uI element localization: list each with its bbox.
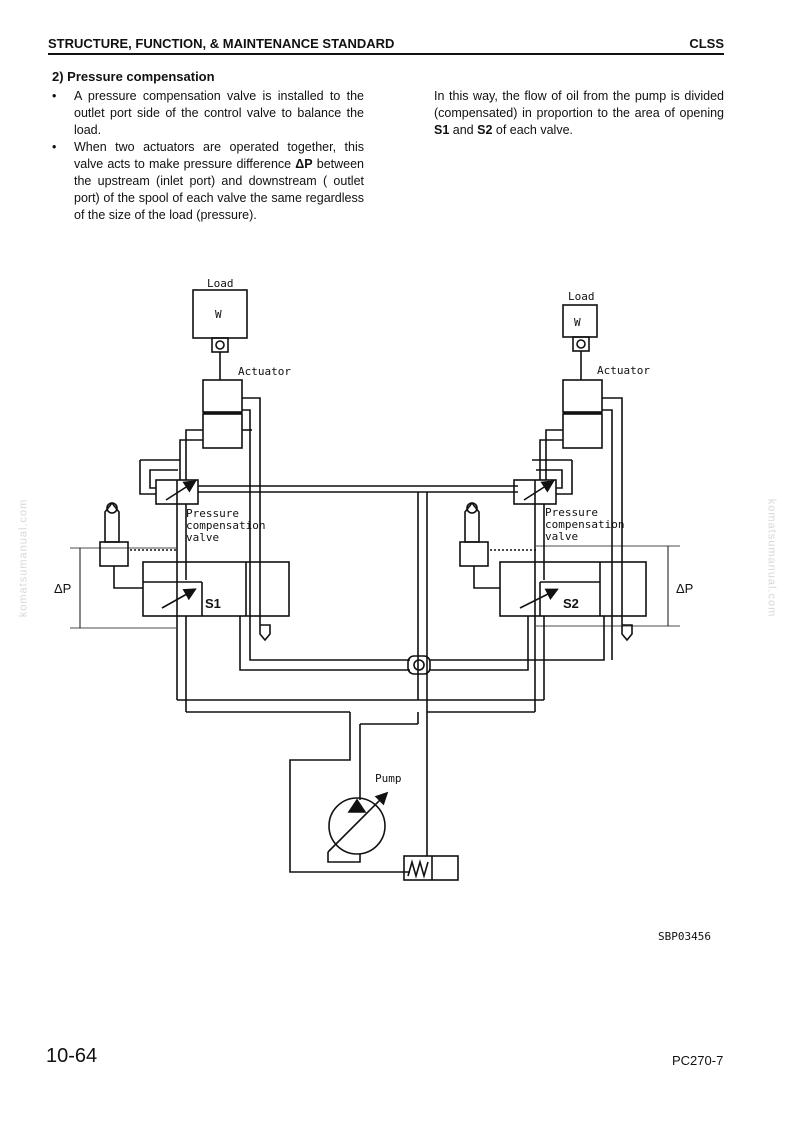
paragraph-text: and (449, 123, 478, 137)
actuator-label-left: Actuator (238, 365, 291, 378)
page-header: STRUCTURE, FUNCTION, & MAINTENANCE STAND… (48, 35, 724, 55)
bullet-item: • When two actuators are operated togeth… (52, 139, 364, 224)
watermark-right: komatsumanual.com (765, 498, 778, 618)
unload-valve (403, 855, 459, 881)
delta-p-label-right: ΔP (676, 581, 693, 596)
weight-label-right: W (574, 316, 581, 329)
bullet-symbol: • (52, 140, 57, 154)
s2-label: S2 (563, 596, 579, 611)
weight-label-left: W (215, 308, 222, 321)
bullet-symbol: • (52, 89, 57, 103)
pcv-label-right-3: valve (545, 530, 578, 543)
load-label-left: Load (207, 277, 234, 290)
delta-p-label-left: ΔP (54, 581, 71, 596)
bullet-text: When two actuators are operated together… (74, 140, 364, 171)
pcv-label-right-2: compensation (545, 518, 624, 531)
s1-term: S1 (434, 123, 450, 137)
actuator-label-right: Actuator (597, 364, 650, 377)
pcv-label-right-1: Pressure (545, 506, 598, 519)
paragraph-text: In this way, the flow of oil from the pu… (434, 89, 724, 120)
pcv-label-left-1: Pressure (186, 507, 239, 520)
figure-code: SBP03456 (658, 930, 711, 943)
section-title: 2) Pressure compensation (52, 69, 215, 84)
bullet-item: • A pressure compensation valve is insta… (52, 88, 364, 139)
bullet-text-cont: between the upstream (inlet port) and do… (74, 157, 364, 222)
left-column: • A pressure compensation valve is insta… (52, 88, 364, 224)
right-column: In this way, the flow of oil from the pu… (434, 88, 724, 139)
paragraph-text: of each valve. (492, 123, 574, 137)
s1-label: S1 (205, 596, 221, 611)
shuttle-valve (407, 655, 431, 675)
page-number: 10-64 (46, 1045, 98, 1067)
spool-right (499, 561, 647, 617)
delta-p-term: ΔP (295, 157, 313, 171)
header-section: CLSS (689, 36, 724, 51)
watermark-left: komatsumanual.com (17, 498, 30, 618)
pcv-label-left-3: valve (186, 531, 219, 544)
spool-left (142, 561, 290, 617)
pump-label: Pump (375, 772, 402, 785)
pcv-label-left-2: compensation (186, 519, 265, 532)
header-title: STRUCTURE, FUNCTION, & MAINTENANCE STAND… (48, 36, 395, 51)
s2-term: S2 (477, 123, 493, 137)
bullet-text: A pressure compensation valve is install… (74, 89, 364, 137)
pump-symbol (328, 797, 386, 855)
load-label-right: Load (568, 290, 595, 303)
actuator-right (562, 379, 603, 413)
actuator-left (202, 379, 243, 413)
model-number: PC270-7 (672, 1053, 724, 1068)
